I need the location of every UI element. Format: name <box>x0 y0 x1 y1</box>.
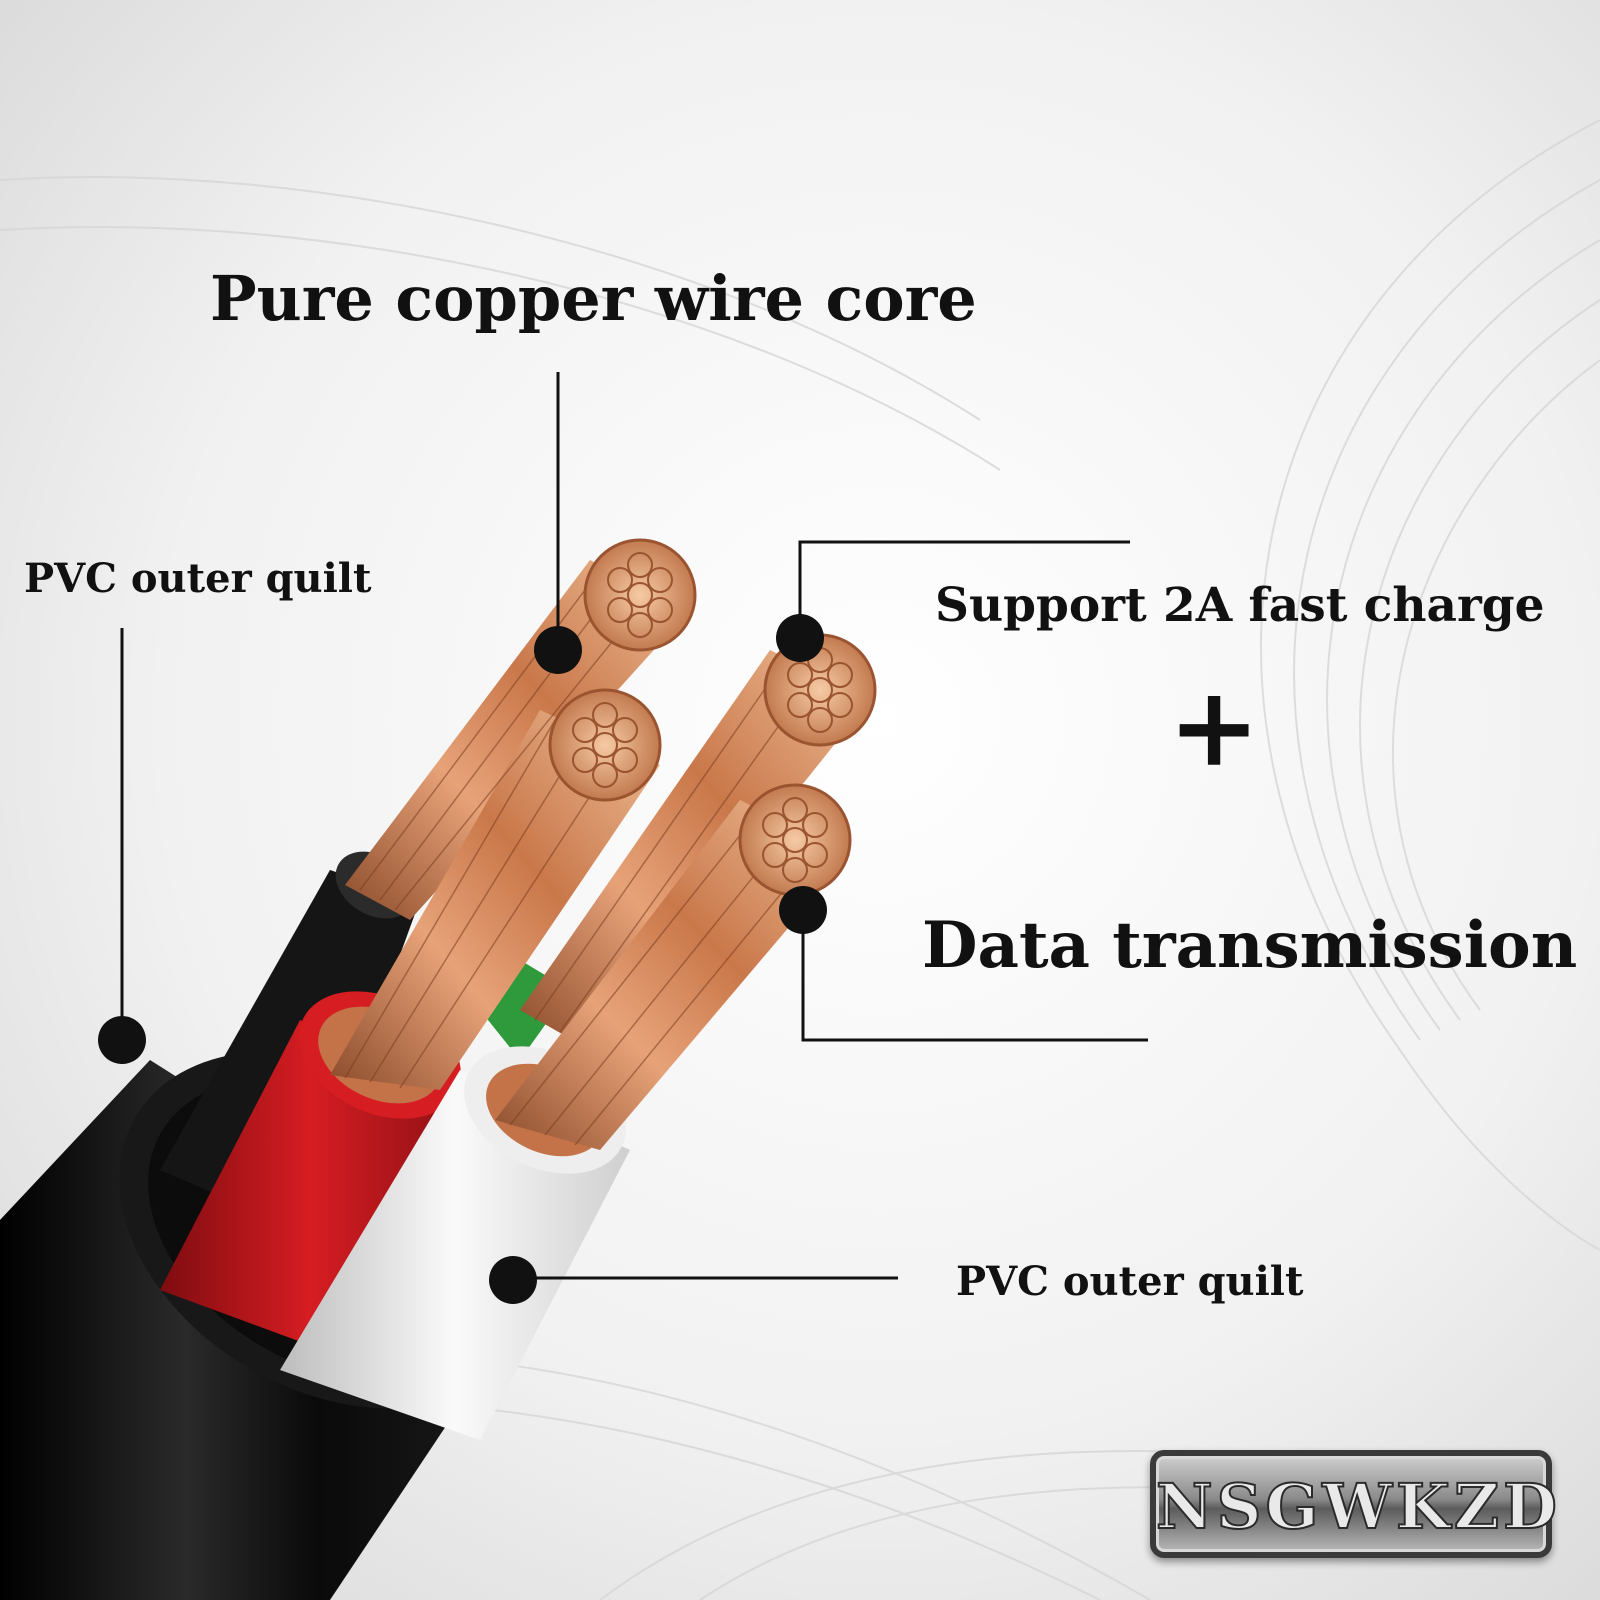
brand-text: NSGWKZD <box>1155 1469 1561 1544</box>
copper-bundle-4 <box>495 800 850 1150</box>
copper-bundle-2 <box>330 710 660 1090</box>
label-plus: + <box>1168 662 1261 791</box>
dot-pvc-left <box>98 1016 146 1064</box>
copper-strands <box>330 538 877 1150</box>
callout-lines <box>120 372 1148 1280</box>
dot-data <box>779 886 827 934</box>
label-pvc-outer-quilt-left: PVC outer quilt <box>24 555 372 602</box>
copper-bundle-3 <box>520 650 870 1050</box>
label-pure-copper-wire-core: Pure copper wire core <box>210 262 977 335</box>
label-data-transmission: Data transmission <box>922 908 1578 983</box>
dot-pvc-bottom <box>489 1256 537 1304</box>
copper-end-faces <box>548 538 877 897</box>
callout-dots <box>98 614 827 1304</box>
dot-copper-core <box>534 626 582 674</box>
brand-logo: NSGWKZD <box>1150 1450 1561 1558</box>
label-pvc-outer-quilt-bottom: PVC outer quilt <box>956 1258 1304 1305</box>
label-support-fast-charge: Support 2A fast charge <box>935 578 1545 633</box>
dot-support <box>776 614 824 662</box>
copper-bundle-1 <box>345 560 690 920</box>
